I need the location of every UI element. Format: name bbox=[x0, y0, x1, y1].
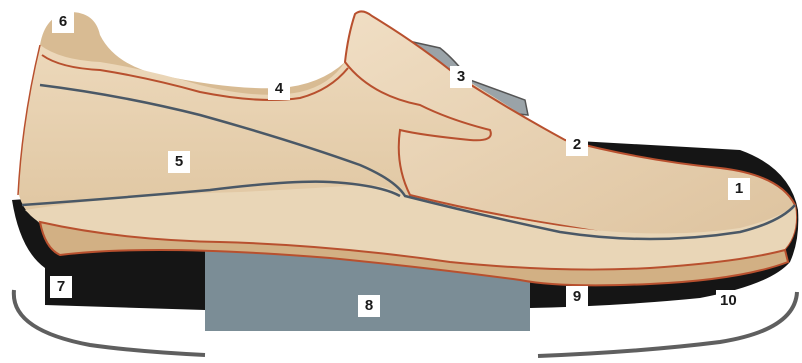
callout-5: 5 bbox=[168, 151, 190, 173]
callout-10: 10 bbox=[716, 290, 741, 312]
callout-8: 8 bbox=[358, 295, 380, 317]
callout-1: 1 bbox=[728, 178, 750, 200]
callout-3: 3 bbox=[450, 66, 472, 88]
callout-7: 7 bbox=[50, 276, 72, 298]
callout-2: 2 bbox=[566, 134, 588, 156]
callout-9: 9 bbox=[566, 286, 588, 308]
callout-4: 4 bbox=[268, 78, 290, 100]
callout-6: 6 bbox=[52, 11, 74, 33]
